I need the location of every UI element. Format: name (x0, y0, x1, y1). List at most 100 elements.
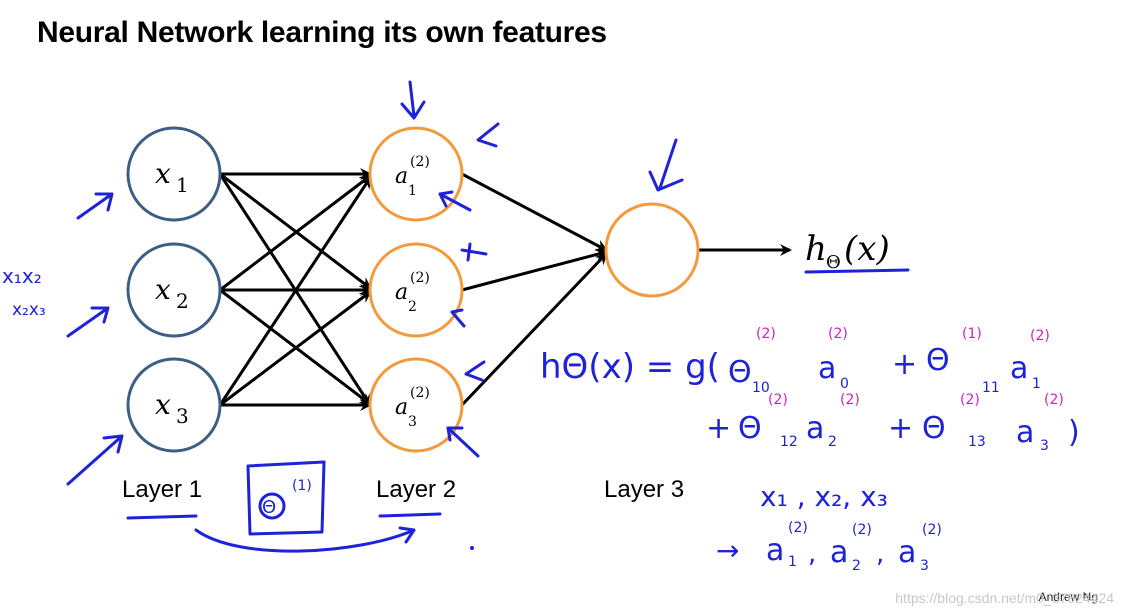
ink-plus-3: + (888, 411, 913, 446)
ink-act-3: a 3 (2) (898, 522, 942, 574)
svg-text:(2): (2) (828, 326, 848, 342)
edge-a3-out (460, 252, 608, 407)
node-var: x (155, 273, 171, 306)
svg-text:a: a (898, 535, 916, 570)
node-sub: 3 (176, 404, 189, 428)
svg-text:a: a (806, 411, 824, 446)
node-sup: (2) (410, 270, 430, 286)
ink-close-paren: ) (1068, 415, 1080, 450)
svg-text:0: 0 (840, 376, 849, 392)
svg-text:(1): (1) (962, 326, 982, 342)
ink-x2x3: x₂x₃ (12, 300, 46, 320)
ink-arrow-in-a2 (450, 308, 466, 328)
ink-mark-a2 (460, 242, 488, 262)
svg-text:a: a (1016, 415, 1034, 450)
ink-comma-2: , (876, 539, 884, 569)
ink-box-theta-sup: (1) (292, 478, 312, 494)
edge-a2-out (461, 248, 608, 292)
ink-term-4: Θ 13 (2) a 3 (2) (922, 392, 1064, 454)
svg-text:(2): (2) (756, 326, 776, 342)
ink-arrow-prefix: → (716, 534, 739, 567)
node-sub: 2 (408, 299, 417, 315)
page-title: Neural Network learning its own features (37, 16, 607, 49)
node-sub: 1 (176, 173, 189, 197)
node-sup: (2) (410, 385, 430, 401)
input-node-1: x 1 (126, 126, 222, 222)
svg-text:10: 10 (752, 380, 770, 396)
node-var: x (155, 388, 171, 421)
ink-act-2: a 2 (2) (830, 522, 872, 574)
edge-a1-out (461, 172, 608, 252)
svg-text:2: 2 (828, 434, 837, 450)
ink-term-2: Θ 11 (1) a 1 (2) (926, 326, 1050, 396)
input-node-2: x 2 (126, 242, 222, 338)
svg-text:(2): (2) (852, 522, 872, 538)
svg-text:1: 1 (1032, 376, 1041, 392)
svg-text:Θ: Θ (728, 355, 752, 390)
node-sub: 1 (408, 183, 417, 199)
edge-x2-a1 (219, 174, 372, 292)
node-sub: 2 (176, 289, 189, 313)
node-var: x (155, 157, 171, 190)
svg-text:Θ: Θ (926, 343, 950, 378)
watermark: https://blog.csdn.net/m0_37624424 (895, 590, 1114, 606)
svg-text:(2): (2) (788, 520, 808, 536)
credit: Andrew Ng (1038, 590, 1098, 604)
node-var: a (395, 164, 408, 189)
ink-arrow-top-a1 (400, 80, 426, 120)
svg-text:a: a (766, 533, 784, 568)
hidden-node-1: a 1 (2) (368, 126, 464, 222)
layer-label-3: Layer 3 (604, 476, 685, 503)
svg-text:12: 12 (780, 434, 798, 450)
svg-text:2: 2 (852, 558, 861, 574)
input-node-3: x 3 (126, 357, 222, 453)
hidden-node-2: a 2 (2) (368, 242, 464, 338)
node-sup: (2) (410, 154, 430, 170)
ink-curved-arrow (194, 526, 416, 553)
ink-arrow-right-a1 (476, 122, 500, 148)
ink-theta-box (246, 460, 326, 536)
output-label: h Θ (x) (805, 229, 890, 273)
ink-term-3: Θ 12 (2) a 2 (2) (738, 392, 860, 450)
svg-text:(2): (2) (960, 392, 980, 408)
node-var: a (395, 280, 408, 305)
svg-text:(2): (2) (840, 392, 860, 408)
ink-plus-2: + (706, 411, 731, 446)
edge-x3-a1 (218, 176, 372, 406)
output-sub: Θ (826, 252, 841, 273)
ink-arrow-in-a1 (438, 190, 472, 212)
svg-text:(2): (2) (1030, 328, 1050, 344)
ink-term-1: Θ 10 (2) a 0 (2) (728, 326, 849, 396)
output-arg: (x) (844, 229, 890, 269)
output-h: h (805, 229, 827, 269)
svg-text:(2): (2) (768, 392, 788, 408)
edges-layer2-layer3 (460, 172, 792, 407)
svg-text:3: 3 (920, 558, 929, 574)
ink-x1x2: x₁x₂ (2, 264, 42, 288)
edge-x1-a2 (219, 172, 372, 290)
svg-text:13: 13 (968, 434, 986, 450)
ink-formula-prefix: hΘ(x) = g( (540, 347, 720, 387)
ink-theta-circle (258, 492, 286, 520)
svg-text:Θ: Θ (922, 411, 946, 446)
output-node (604, 202, 700, 298)
svg-text:3: 3 (1040, 438, 1049, 454)
ink-arrow-x3 (66, 434, 124, 486)
ink-underline-layer1 (126, 514, 198, 520)
ink-comma-1: , (808, 539, 816, 569)
handwritten-annotations: x₁x₂ x₂x₃ Θ (1) hΘ(x) = g (2, 80, 1080, 574)
ink-arrow-in-a3 (446, 426, 480, 458)
edges-layer1-layer2 (218, 168, 372, 411)
ink-plus-1: + (892, 347, 917, 382)
svg-text:a: a (1010, 351, 1028, 386)
layer-label-1: Layer 1 (122, 476, 203, 503)
ink-arrow-x1 (76, 192, 114, 220)
svg-text:11: 11 (982, 380, 1000, 396)
ink-underline-layer2 (378, 512, 442, 518)
hidden-node-3: a 3 (2) (368, 357, 464, 453)
ink-inputs-line: x₁ , x₂, x₃ (760, 480, 888, 513)
svg-text:a: a (830, 535, 848, 570)
ink-arrow-right-a3 (464, 360, 486, 382)
